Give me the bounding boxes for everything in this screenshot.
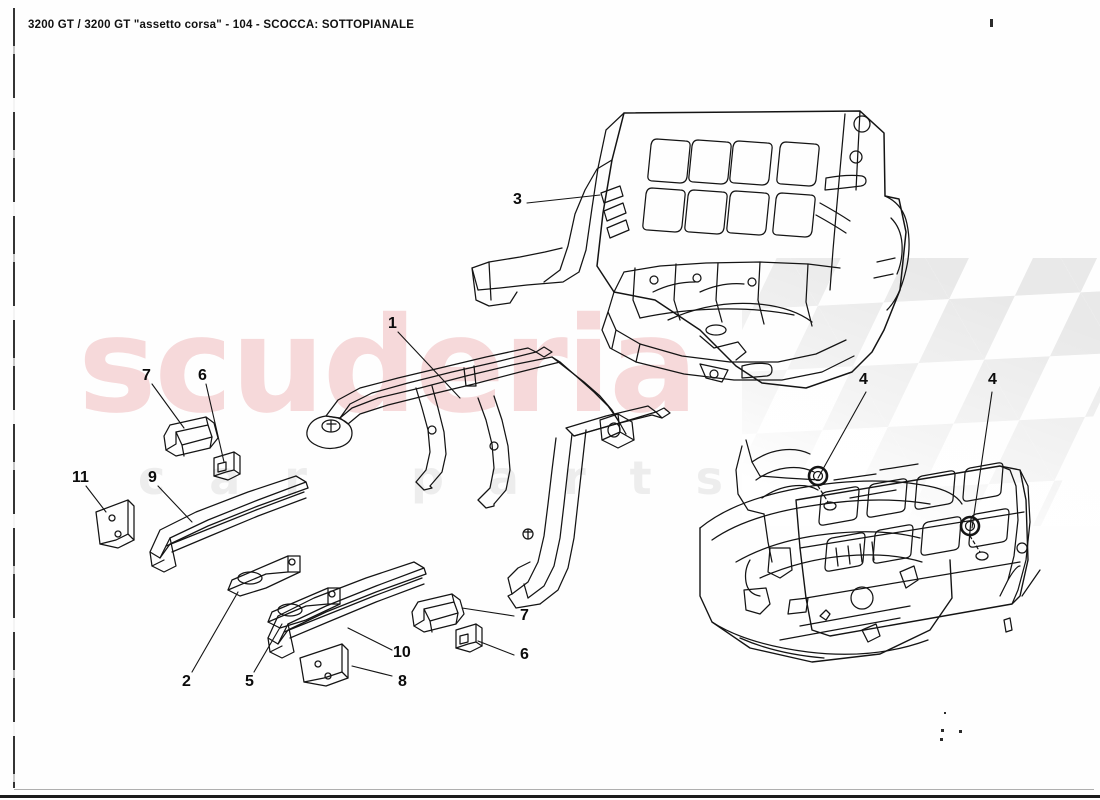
scan-speck: [944, 712, 946, 714]
spare-wheel-well-panel-drawing: [699, 439, 1041, 663]
left-sill-reinforcement-rail-drawing: [149, 475, 309, 573]
callout-10[interactable]: 10: [393, 644, 411, 661]
right-sill-reinforcement-rail-drawing: [267, 561, 427, 659]
scan-speck: [941, 729, 944, 732]
callout-11[interactable]: 11: [72, 469, 89, 486]
callout-2[interactable]: 2: [182, 673, 191, 690]
callout-4-right[interactable]: 4: [988, 371, 997, 388]
channel-bracket-upper-drawing: [163, 416, 219, 457]
right-corner-gusset-drawing: [299, 643, 349, 687]
callout-6-lower[interactable]: 6: [520, 646, 529, 663]
channel-bracket-lower-drawing: [411, 593, 465, 633]
scan-speck: [959, 730, 962, 733]
callout-9[interactable]: 9: [148, 469, 157, 486]
scan-speck: [990, 19, 993, 27]
callout-4-left[interactable]: 4: [859, 371, 868, 388]
callout-1[interactable]: 1: [388, 315, 397, 332]
callout-5[interactable]: 5: [245, 673, 254, 690]
lower-support-plate-drawing: [267, 587, 341, 629]
callout-6-upper[interactable]: 6: [198, 367, 207, 384]
page-left-border: [13, 8, 15, 788]
front-crossmember-frame-drawing: [306, 346, 671, 609]
clip-bracket-lower-drawing: [455, 623, 483, 653]
scan-speck: [940, 738, 943, 741]
upper-support-plate-drawing: [227, 555, 301, 597]
page-bottom-border: [0, 795, 1100, 798]
rear-floor-pan-assembly-drawing: [471, 110, 910, 389]
clip-bracket-upper-drawing: [213, 451, 241, 481]
left-corner-gusset-drawing: [95, 499, 135, 549]
page-bottom-border-soft: [14, 789, 1094, 790]
callout-8[interactable]: 8: [398, 673, 407, 690]
callout-7-upper[interactable]: 7: [142, 367, 151, 384]
leader-lines: [85, 194, 993, 677]
callout-3[interactable]: 3: [513, 191, 522, 208]
page-title: 3200 GT / 3200 GT "assetto corsa" - 104 …: [28, 19, 415, 31]
callout-7-lower[interactable]: 7: [520, 607, 529, 624]
